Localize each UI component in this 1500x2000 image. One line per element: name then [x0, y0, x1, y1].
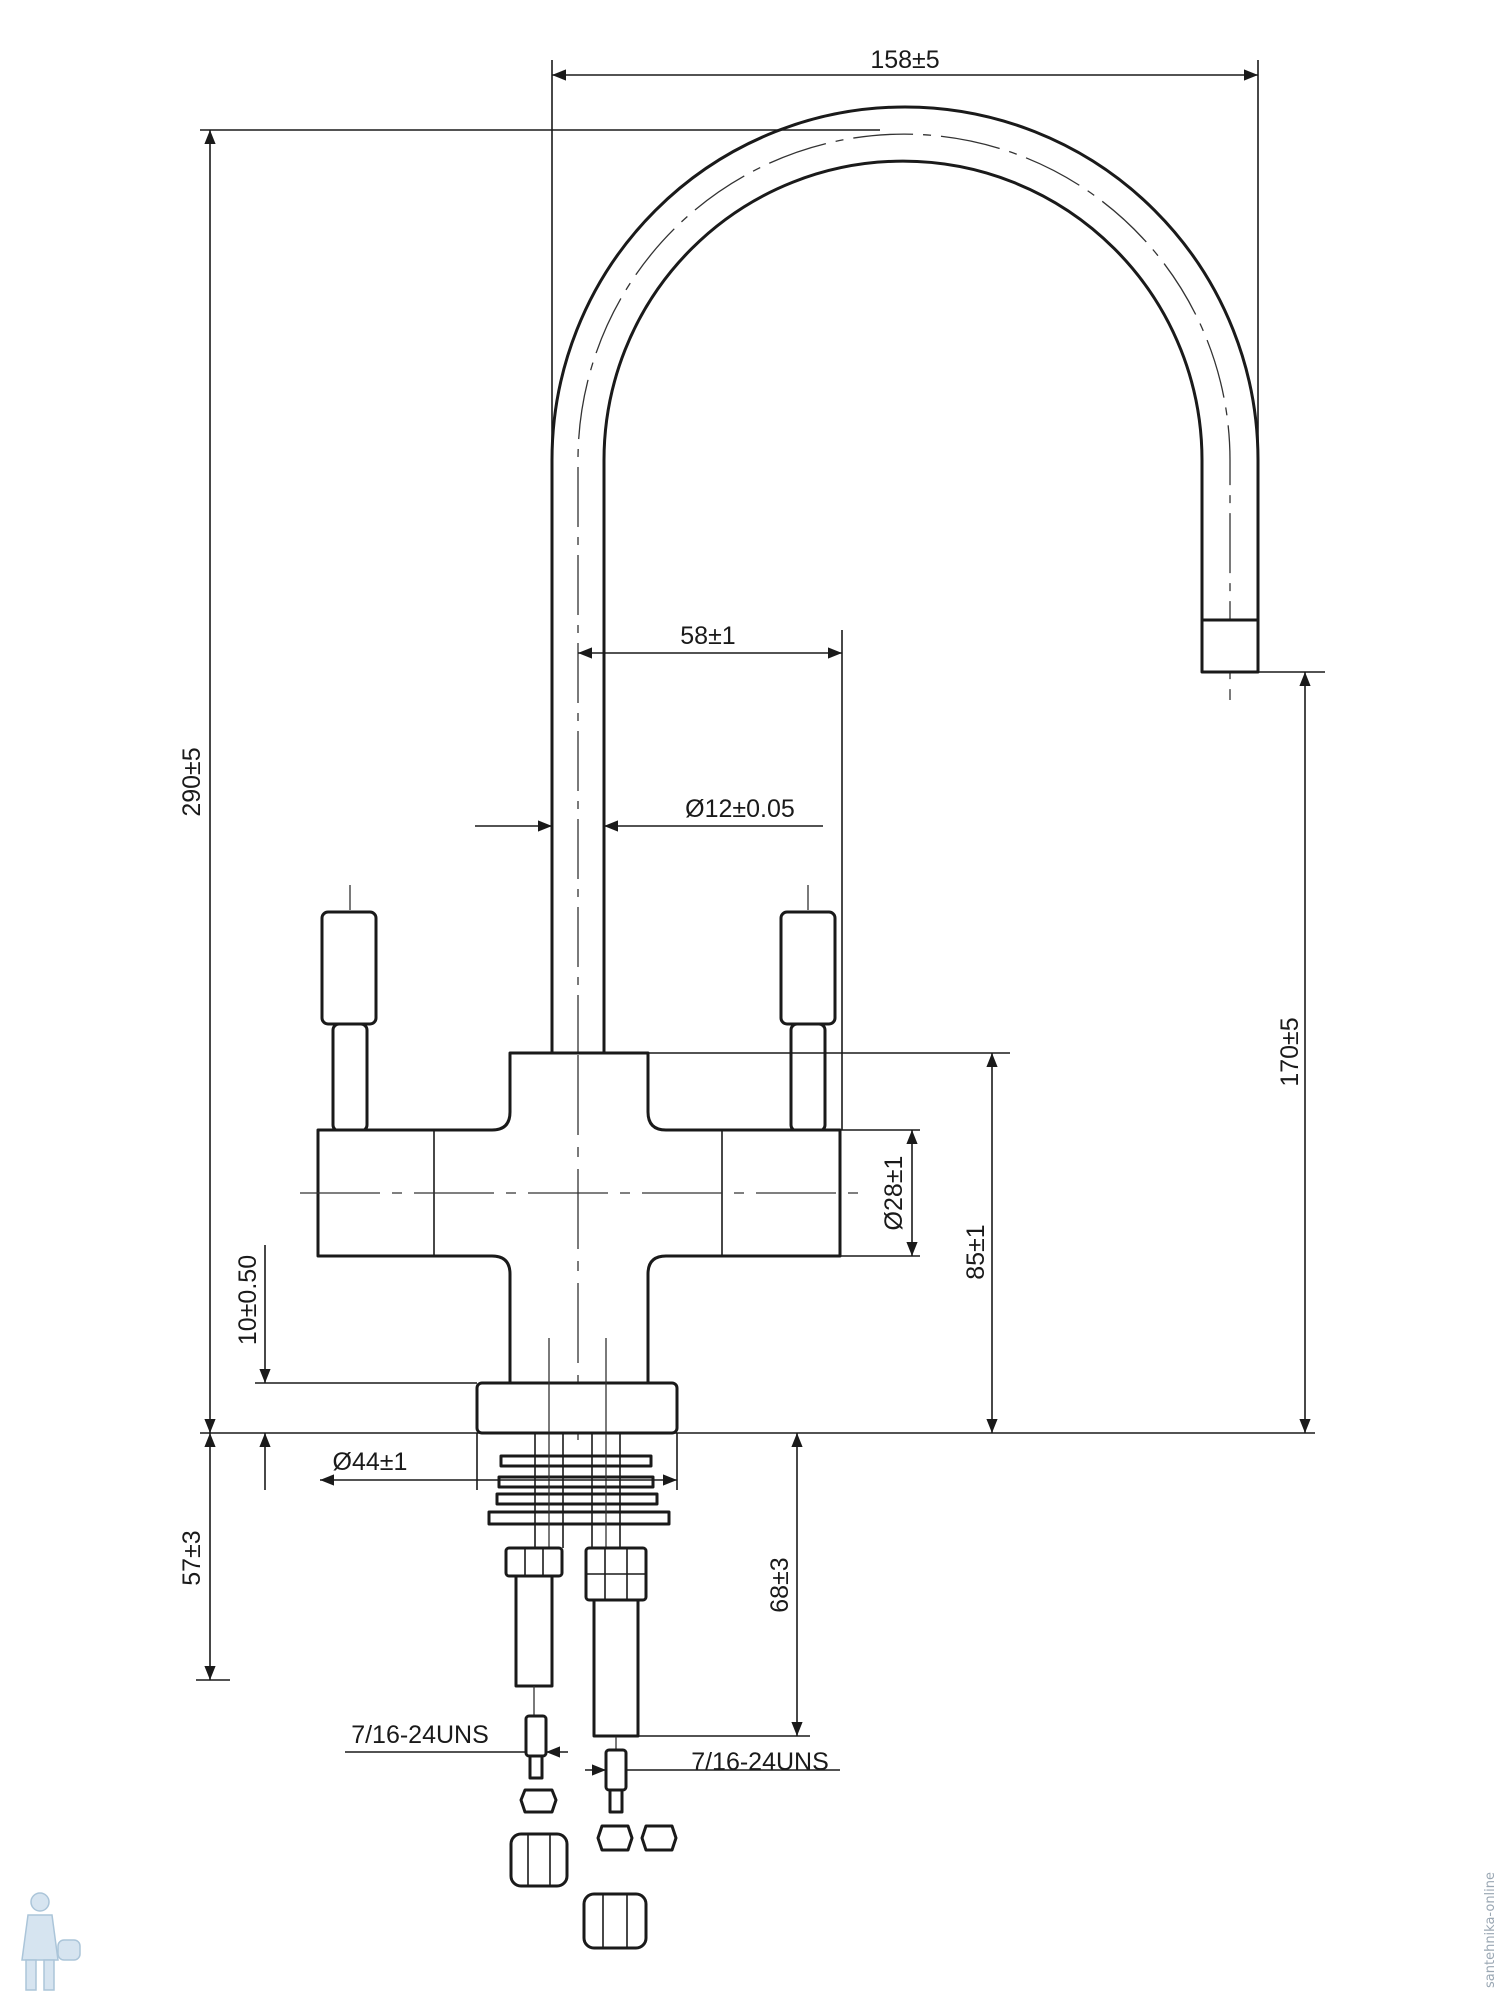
left-handle: [320, 885, 378, 1133]
dim-base-diameter-label: Ø44±1: [333, 1448, 408, 1476]
dim-total-height-label: 290±5: [178, 747, 206, 816]
dimension-lines: [196, 60, 1325, 1776]
faucet-drawing: [300, 105, 1260, 1950]
dim-hose-length-label: 68±3: [766, 1557, 794, 1612]
thread-right-label: 7/16-24UNS: [691, 1748, 829, 1776]
watermark-plumber-logo: [21, 1892, 81, 1991]
spout: [550, 105, 1260, 1055]
dim-under-counter-label: 57±3: [178, 1530, 206, 1585]
left-supply-hose: [504, 1546, 569, 1888]
watermark-text: santehnika-online: [1483, 1872, 1498, 1988]
right-handle: [779, 885, 837, 1133]
mounting-washers: [487, 1454, 671, 1526]
dim-handle-diameter-label: Ø28±1: [880, 1156, 908, 1231]
dim-width-label: 158±5: [870, 46, 939, 74]
dim-base-thickness-label: 10±0.50: [234, 1255, 262, 1345]
right-supply-hose: [582, 1546, 678, 1950]
base-plate: [475, 1381, 679, 1435]
thread-left-label: 7/16-24UNS: [351, 1721, 489, 1749]
dim-body-height-label: 85±1: [962, 1224, 990, 1279]
dim-reach-label: 58±1: [680, 622, 735, 650]
dim-spout-diameter-label: Ø12±0.05: [685, 795, 795, 823]
dimension-labels: 158±5 58±1 Ø12±0.05 290±5 170±5 Ø28±1 85…: [178, 46, 1304, 1776]
valve-body: [316, 1051, 842, 1385]
supply-studs: [534, 1338, 621, 1560]
dim-outlet-height-label: 170±5: [1276, 1017, 1304, 1086]
